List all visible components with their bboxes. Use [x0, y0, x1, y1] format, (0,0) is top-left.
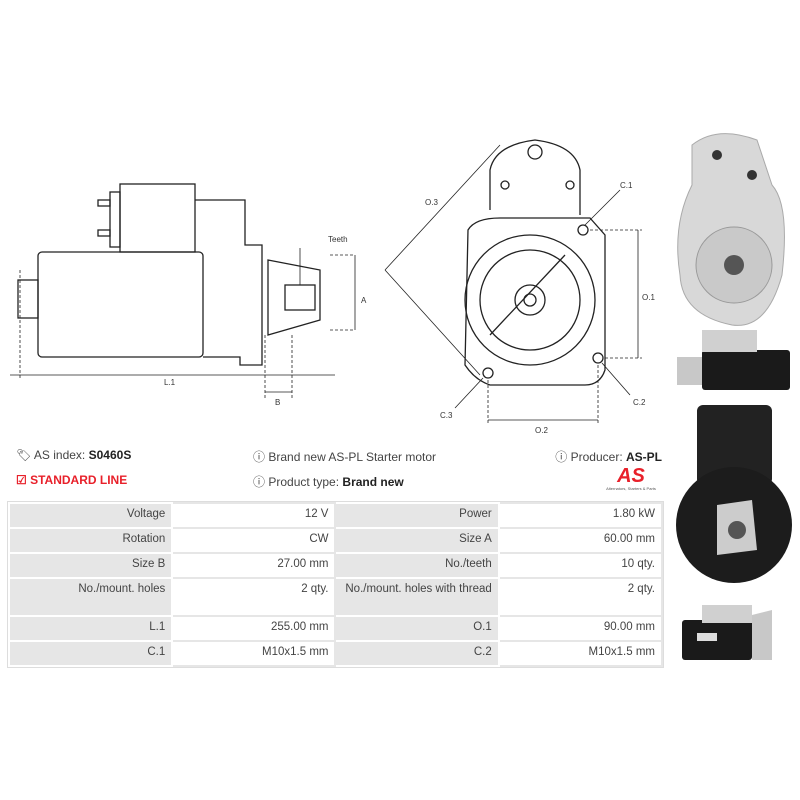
- b-label: B: [275, 398, 280, 407]
- logo-tagline: Alternators, Starters & Parts: [606, 486, 656, 491]
- product-type-label: Product type:: [268, 475, 340, 489]
- c3-label: C.3: [440, 411, 453, 420]
- info-icon: ⓘ: [555, 450, 568, 464]
- o1-label: O.1: [642, 293, 655, 302]
- description-text: Brand new AS-PL Starter motor: [268, 450, 436, 464]
- spec-value: 60.00 mm: [497, 527, 664, 554]
- l1-label: L.1: [164, 378, 176, 387]
- o3-label: O.3: [425, 198, 438, 207]
- product-type-value: Brand new: [342, 475, 404, 489]
- motor-body: [37, 251, 204, 358]
- standard-line: ☑ STANDARD LINE: [16, 473, 127, 487]
- spec-label: No./mount. holes: [7, 577, 174, 617]
- spec-label: Rotation: [7, 527, 174, 554]
- side-view-diagram: Teeth A L.1 B: [10, 183, 367, 407]
- producer-label: Producer:: [570, 450, 623, 464]
- producer: ⓘ Producer: AS-PL: [555, 448, 662, 465]
- spec-label: No./teeth: [334, 552, 500, 579]
- standard-line-label: STANDARD LINE: [30, 473, 128, 487]
- o2-label: O.2: [535, 426, 548, 435]
- logo-text: AS: [617, 465, 645, 487]
- solenoid: [119, 183, 196, 253]
- spec-value: 255.00 mm: [171, 615, 337, 642]
- spec-value: 2 qty.: [171, 577, 337, 617]
- as-index: 🏷︎ AS index: S0460S: [16, 448, 131, 462]
- photo-front: [677, 133, 785, 326]
- spec-label: Size B: [7, 552, 174, 579]
- spec-label: Size A: [334, 527, 500, 554]
- spec-label: Power: [334, 502, 500, 529]
- photo-angle: [682, 605, 772, 660]
- spec-label: C.1: [7, 640, 174, 667]
- spec-value: 27.00 mm: [171, 552, 337, 579]
- c2-label: C.2: [633, 398, 646, 407]
- spec-value: 12 V: [171, 502, 337, 529]
- as-index-value: S0460S: [88, 448, 132, 462]
- photo-side: [677, 330, 790, 390]
- spec-value: 1.80 kW: [497, 502, 664, 529]
- c1-label: C.1: [620, 181, 633, 190]
- info-icon: ⓘ: [253, 475, 266, 489]
- spec-value: M10x1.5 mm: [497, 640, 664, 667]
- spec-label: L.1: [7, 615, 174, 642]
- spec-label: O.1: [334, 615, 500, 642]
- spec-label: Voltage: [7, 502, 174, 529]
- spec-value: 10 qty.: [497, 552, 664, 579]
- spec-label: C.2: [334, 640, 500, 667]
- product-type: ⓘ Product type: Brand new: [253, 473, 404, 490]
- as-logo: AS Alternators, Starters & Parts: [598, 466, 664, 491]
- producer-value: AS-PL: [626, 450, 662, 464]
- teeth-label: Teeth: [328, 235, 348, 244]
- spec-value: 2 qty.: [497, 577, 664, 617]
- checkbox-icon: ☑: [16, 473, 27, 487]
- product-photos: [676, 133, 792, 660]
- spec-value: M10x1.5 mm: [171, 640, 337, 667]
- a-label: A: [361, 296, 367, 305]
- photo-rear: [676, 405, 792, 583]
- spec-value: 90.00 mm: [497, 615, 664, 642]
- front-view-diagram: O.3 C.1 O.1 C.2 C.3 O.2: [384, 139, 655, 435]
- as-index-label: AS index:: [33, 448, 86, 462]
- description: ⓘ Brand new AS-PL Starter motor: [253, 448, 436, 465]
- spec-value: CW: [171, 527, 337, 554]
- spec-label: No./mount. holes with thread: [334, 577, 500, 617]
- info-icon: ⓘ: [253, 450, 266, 464]
- tag-icon: 🏷︎: [16, 448, 32, 462]
- flange-top: [489, 139, 581, 215]
